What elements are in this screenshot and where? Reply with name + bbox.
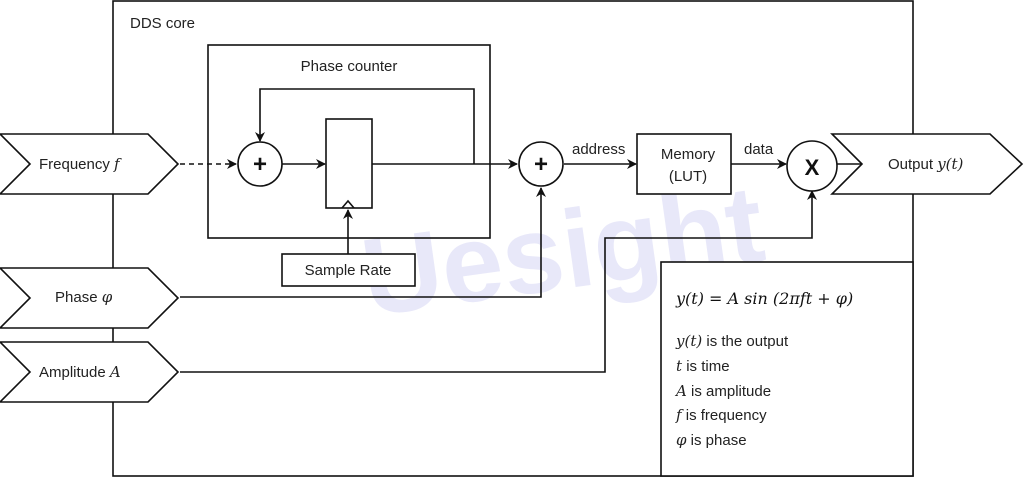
phase-accumulator-adder	[237, 141, 283, 187]
legend-item: t is time	[676, 357, 730, 375]
legend-item: f is frequency	[675, 406, 767, 424]
output-port-label: Output y(t)	[888, 155, 964, 173]
phase-offset-adder	[518, 141, 564, 187]
formula: y(t) = A sin (2πft + φ)	[675, 289, 853, 308]
feedback-wire	[255, 88, 475, 164]
phase-port-label: Phase φ	[55, 288, 113, 306]
address-label: address	[572, 141, 625, 158]
sample-rate-box	[281, 253, 416, 287]
dds-core-label: DDS core	[130, 15, 195, 32]
memory-lut-box	[636, 133, 732, 195]
phase-register	[325, 118, 373, 209]
lut-label: (LUT)	[669, 168, 707, 185]
multiplier	[786, 140, 838, 192]
phase-wire	[180, 187, 546, 298]
memory-label: Memory	[661, 146, 716, 163]
legend-item: φ is phase	[676, 431, 747, 449]
formula-box	[660, 261, 914, 477]
amplitude-input-port	[0, 341, 180, 403]
phase-input-port	[0, 267, 180, 329]
multiply-icon: X	[805, 155, 820, 180]
legend-item: y(t) is the output	[675, 332, 789, 350]
amplitude-port-label: Amplitude A	[39, 363, 121, 381]
plus-icon: +	[534, 151, 548, 178]
phase-counter-box	[207, 44, 491, 239]
data-label: data	[744, 141, 774, 158]
sample-rate-label: Sample Rate	[305, 262, 392, 279]
frequency-input-port	[0, 133, 180, 195]
legend: y(t) is the output t is time A is amplit…	[674, 332, 789, 449]
legend-item: A is amplitude	[674, 382, 771, 400]
frequency-port-label: Frequency f	[39, 155, 122, 173]
clock-triangle-icon	[341, 199, 355, 209]
phase-counter-label: Phase counter	[301, 58, 398, 75]
plus-icon: +	[253, 151, 267, 178]
output-port	[830, 133, 1024, 195]
amplitude-wire	[180, 190, 817, 373]
